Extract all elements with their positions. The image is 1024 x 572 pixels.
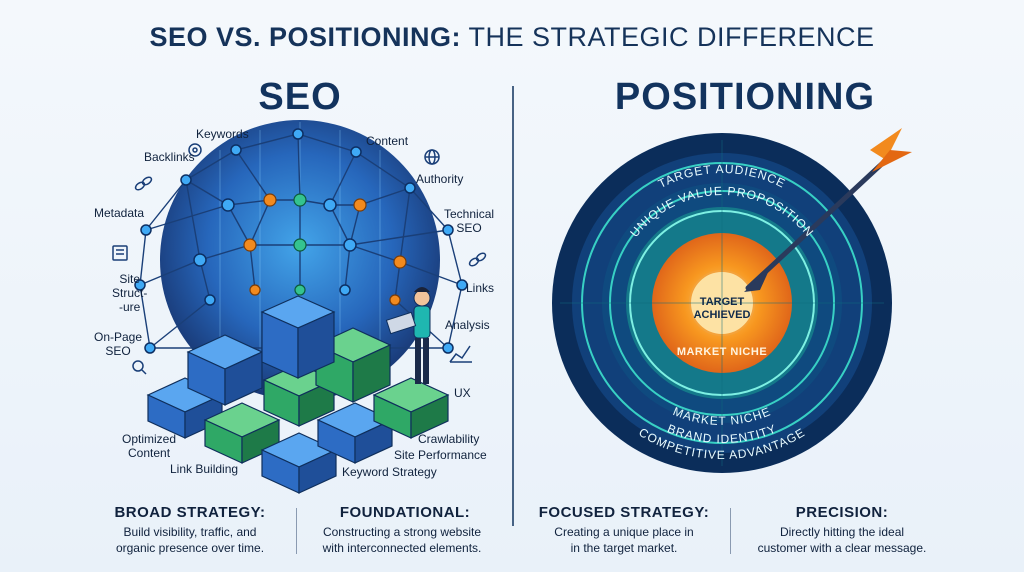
footer-title-precision: PRECISION: bbox=[795, 504, 889, 521]
center-divider bbox=[512, 86, 514, 526]
label-links: Links bbox=[466, 281, 495, 295]
seo-cubes bbox=[146, 295, 450, 494]
footer-text-foundational: Constructing a strong website with inter… bbox=[322, 525, 482, 555]
gear-icon bbox=[188, 143, 202, 157]
label-link-building: Link Building bbox=[170, 462, 239, 476]
footer-text-broad-strategy: Build visibility, traffic, and organic p… bbox=[115, 525, 265, 555]
search-icon bbox=[132, 360, 147, 375]
chain-link-icon bbox=[134, 176, 153, 191]
cube bbox=[186, 334, 264, 406]
positioning-heading: POSITIONING bbox=[614, 76, 876, 118]
footer-divider bbox=[296, 508, 297, 554]
label-metadata: Metadata bbox=[94, 206, 145, 220]
seo-heading: SEO bbox=[258, 76, 342, 118]
label-content: Content bbox=[366, 134, 409, 148]
cube bbox=[260, 295, 336, 379]
label-optimized-content: Optimized Content bbox=[122, 432, 177, 460]
label-ux: UX bbox=[454, 386, 471, 400]
label-crawlability: Crawlability bbox=[418, 432, 480, 446]
ring-label-unique-value: UNIQUE VALUE PROPOSITION bbox=[627, 184, 817, 240]
chain-link-icon bbox=[468, 252, 487, 267]
label-on-page-seo: On-Page SEO bbox=[94, 330, 143, 358]
footer-divider bbox=[730, 508, 731, 554]
ring-label-market-niche-inner: MARKET NICHE bbox=[676, 346, 768, 358]
label-backlinks: Backlinks bbox=[144, 150, 195, 164]
label-target-achieved: TARGET ACHIEVED bbox=[693, 296, 751, 321]
footer-title-broad-strategy: BROAD STRATEGY: bbox=[114, 504, 266, 521]
side-icons bbox=[112, 143, 487, 375]
ring-label-market-niche-outer: MARKET NICHE bbox=[671, 404, 773, 428]
label-keyword-strategy: Keyword Strategy bbox=[342, 465, 437, 479]
person-with-laptop bbox=[385, 287, 431, 384]
globe-icon bbox=[424, 149, 440, 165]
label-technical-seo: Technical SEO bbox=[444, 207, 495, 235]
cube bbox=[372, 377, 450, 439]
bar-chart-icon bbox=[449, 345, 472, 363]
arrow bbox=[744, 128, 912, 292]
footer-text-precision: Directly hitting the ideal customer with… bbox=[757, 525, 927, 555]
label-authority: Authority bbox=[416, 172, 464, 186]
footer-title-foundational: FOUNDATIONAL: bbox=[339, 504, 471, 521]
label-keywords: Keywords bbox=[196, 127, 249, 141]
footer-text-focused-strategy: Creating a unique place in in the target… bbox=[554, 525, 694, 555]
page-title: SEO VS. POSITIONING: THE STRATEGIC DIFFE… bbox=[149, 22, 875, 52]
cube bbox=[203, 402, 281, 464]
label-analysis: Analysis bbox=[445, 318, 490, 332]
positioning-target bbox=[552, 133, 892, 473]
label-site-performance: Site Performance bbox=[394, 448, 487, 462]
document-icon bbox=[112, 245, 128, 261]
footer-title-focused-strategy: FOCUSED STRATEGY: bbox=[538, 504, 710, 521]
network-nodes bbox=[134, 128, 468, 354]
label-site-structure: Site Struct- -ure bbox=[112, 272, 148, 314]
